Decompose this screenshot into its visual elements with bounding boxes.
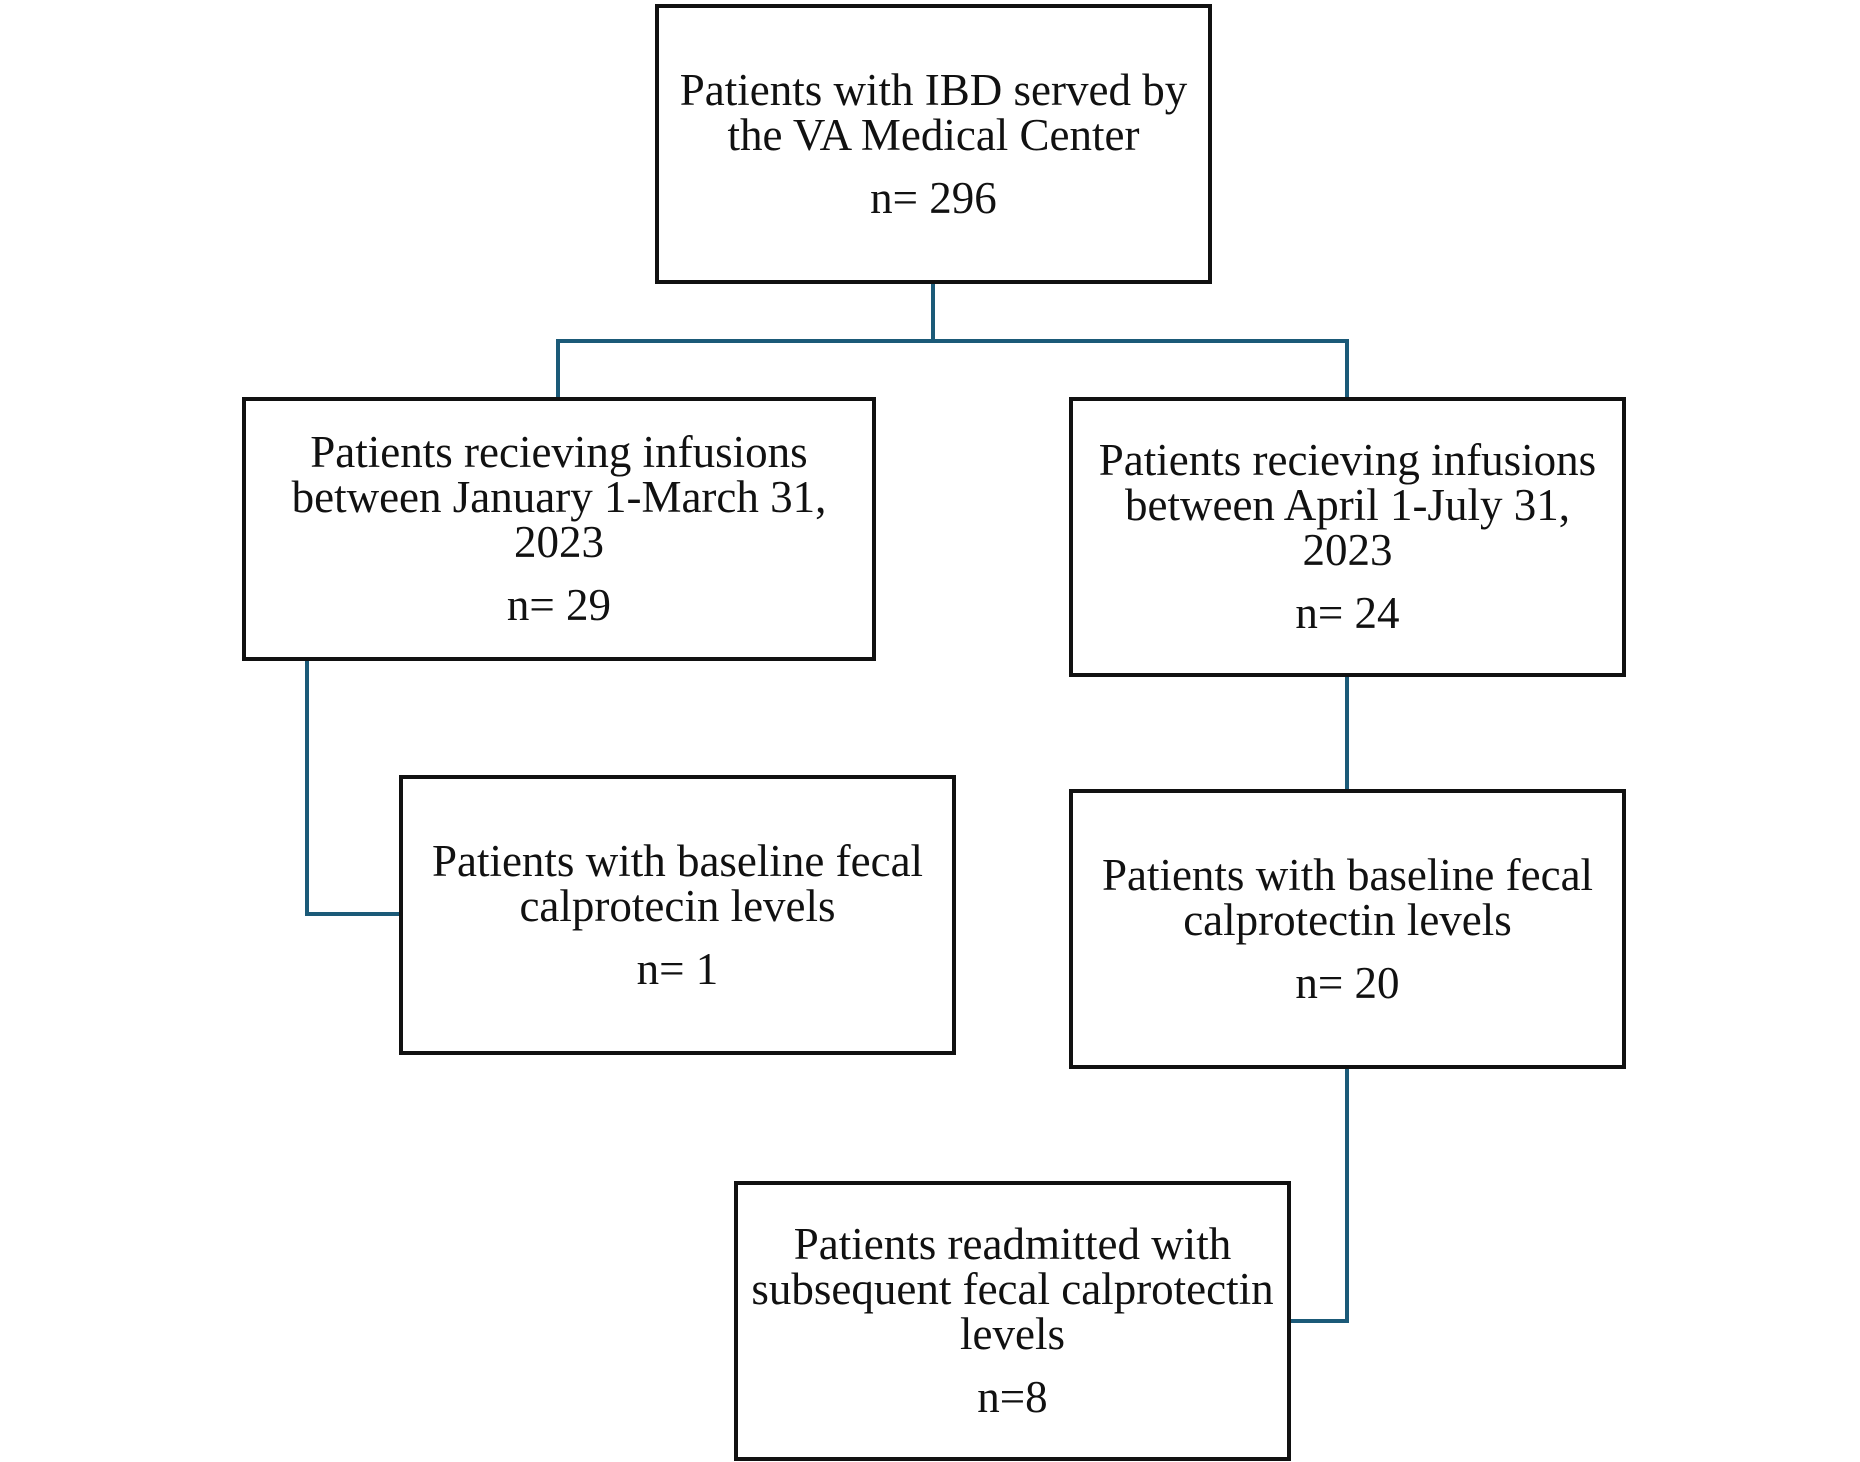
node-readmitted: Patients readmitted with subsequent feca… [734,1181,1291,1461]
connector-total-to-apr-jul [933,339,1349,397]
node-total-count: n= 296 [870,172,997,223]
node-readmitted-label: Patients readmitted with subsequent feca… [751,1219,1274,1359]
node-baseline-apr-jul-count: n= 20 [1295,957,1400,1008]
node-jan-mar-count: n= 29 [506,580,612,630]
node-baseline-jan-mar-count: n= 1 [636,943,719,994]
node-apr-jul-label: Patients recieving infusions between Apr… [1098,435,1597,575]
node-infusions-apr-jul: Patients recieving infusions between Apr… [1069,397,1626,677]
node-apr-jul-count: n= 24 [1295,588,1400,638]
node-readmitted-count: n=8 [977,1372,1048,1422]
node-baseline-jan-mar-label: Patients with baseline fecal calprotecin… [431,835,924,931]
connector-jan-mar-to-baseline-1 [305,661,399,916]
node-total-label: Patients with IBD served by the VA Medic… [679,64,1188,160]
node-infusions-jan-mar: Patients recieving infusions between Jan… [242,397,876,661]
node-baseline-jan-mar: Patients with baseline fecal calprotecin… [399,775,956,1055]
node-baseline-apr-jul-label: Patients with baseline fecal calprotecti… [1101,849,1594,945]
connector-total-to-jan-mar [556,284,935,397]
node-total-patients: Patients with IBD served by the VA Medic… [655,4,1212,284]
node-baseline-apr-jul: Patients with baseline fecal calprotecti… [1069,789,1626,1069]
connector-baseline-2-to-readmitted [1291,1069,1349,1323]
node-jan-mar-label: Patients recieving infusions between Jan… [291,427,827,567]
